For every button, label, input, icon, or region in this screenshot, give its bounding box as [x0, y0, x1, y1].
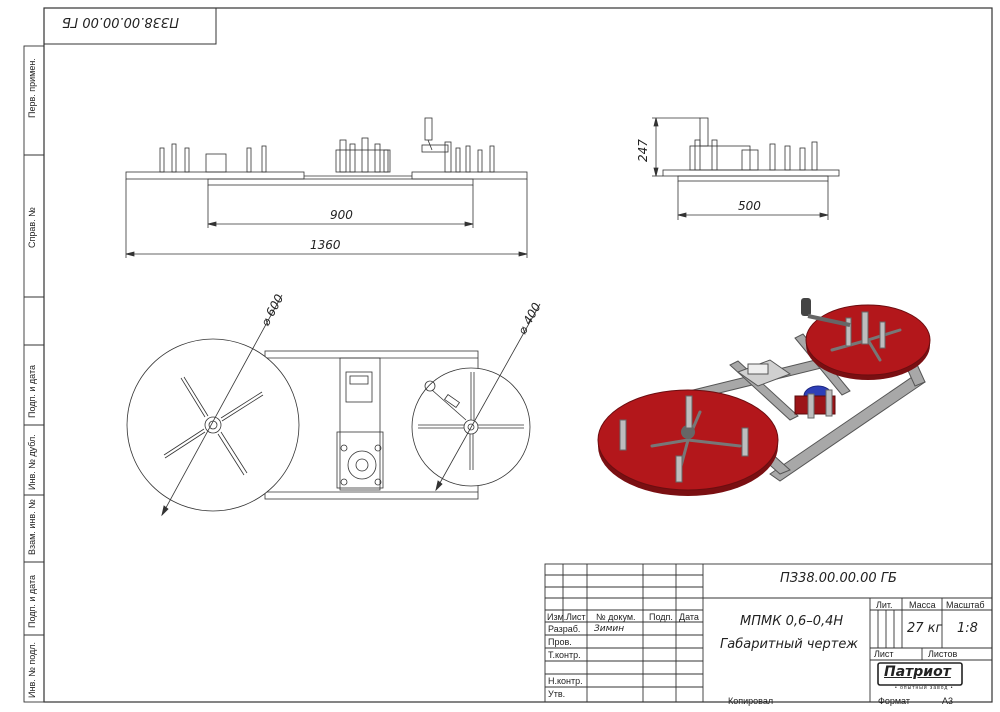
title-prov-label: Пров.: [548, 637, 572, 647]
title-ndokum-label: № докум.: [596, 612, 636, 622]
side-label-sprav: Справ. №: [27, 207, 37, 248]
isometric-view: [597, 298, 931, 496]
dimension-500: 500: [738, 199, 761, 213]
title-utv-label: Утв.: [548, 689, 566, 699]
logo-name: Патриот: [884, 664, 951, 680]
side-label-inv-dubl: Инв. № дубл.: [27, 434, 37, 490]
title-mass-value: 27 кг: [907, 621, 943, 636]
title-lit-label: Лит.: [876, 600, 893, 610]
title-razrab-name: Зимин: [594, 624, 625, 634]
top-view: [126, 294, 541, 517]
title-massa-label: Масса: [909, 600, 936, 610]
title-data-label: Дата: [679, 612, 699, 622]
title-masshtab-label: Масштаб: [946, 600, 985, 610]
title-scale-value: 1:8: [957, 621, 978, 636]
side-label-podp-data-2: Подп. и дата: [27, 574, 37, 628]
logo-box: [877, 662, 963, 686]
title-podp-label: Подп.: [649, 612, 673, 622]
title-block: [544, 563, 993, 703]
title-list-label: Лист: [874, 649, 894, 659]
title-kopiroval-label: Копировал: [728, 696, 774, 706]
dimension-247: 247: [636, 139, 650, 162]
dimension-900: 900: [330, 208, 353, 222]
title-izm-label: Изм.: [547, 612, 567, 622]
logo-tagline: • опытный завод •: [895, 685, 954, 691]
title-format-value: А3: [942, 696, 954, 706]
title-format-label: Формат: [878, 696, 910, 706]
title-razrab-label: Разраб.: [548, 624, 581, 634]
front-view: [125, 117, 528, 258]
side-label-perm: Перв. примен.: [27, 58, 37, 118]
side-view: [652, 117, 840, 220]
title-tkontr-label: Т.контр.: [548, 650, 581, 660]
title-doc-code: ПЗ38.00.00.00 ГБ: [780, 571, 897, 586]
title-product: МПМК 0,6–0,4Н: [740, 614, 844, 629]
side-label-inv-podl: Инв. № подл.: [27, 641, 37, 698]
corner-code: ПЗ38.00.00.00 ГБ: [62, 14, 179, 29]
dimension-1360: 1360: [310, 238, 341, 252]
side-label-vzam: Взам. инв. №: [27, 499, 37, 555]
title-listov-label: Листов: [928, 649, 958, 659]
left-side-strip: [23, 45, 45, 703]
side-label-podp-data-1: Подп. и дата: [27, 364, 37, 418]
title-doc-name: Габаритный чертеж: [720, 637, 859, 652]
title-list-col-label: Лист: [566, 612, 586, 622]
title-nkontr-label: Н.контр.: [548, 676, 583, 686]
corner-code-box: [43, 7, 217, 45]
